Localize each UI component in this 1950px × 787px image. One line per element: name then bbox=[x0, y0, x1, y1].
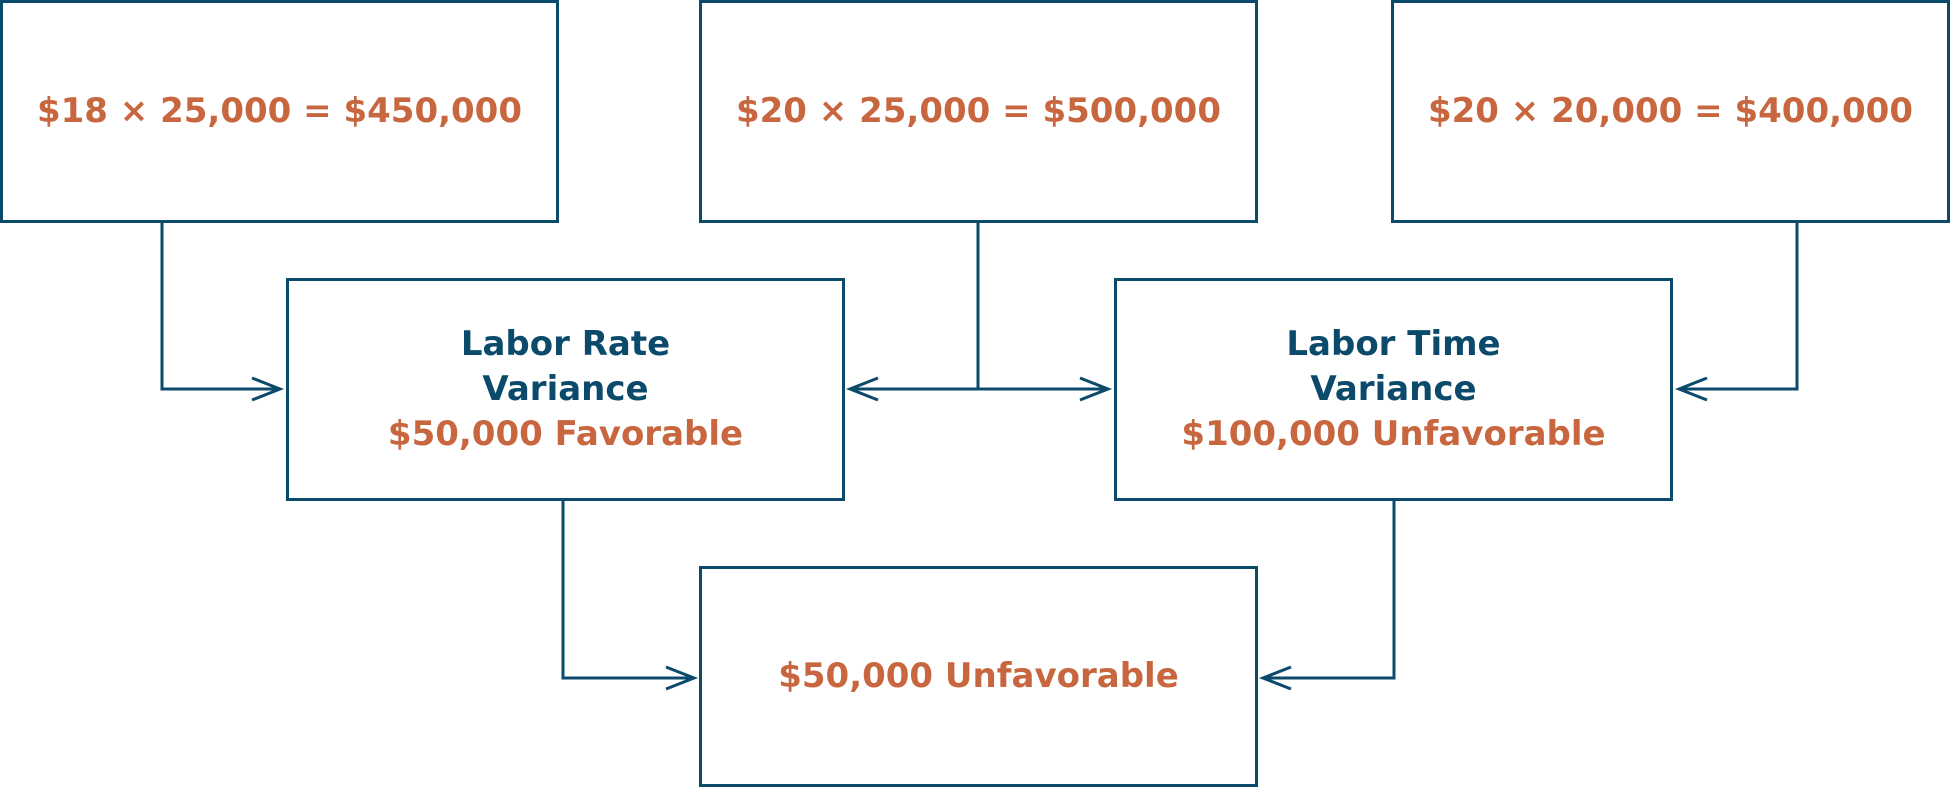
middle-cost-box: $20 × 25,000 = $500,000 bbox=[699, 0, 1258, 223]
labor-rate-title-line2: Variance bbox=[482, 369, 649, 409]
arrowhead-into-time-right bbox=[1674, 376, 1708, 402]
labor-time-title-line2: Variance bbox=[1310, 369, 1477, 409]
labor-time-variance-box: Labor Time Variance $100,000 Unfavorable bbox=[1114, 278, 1673, 501]
connector-actual-to-time bbox=[1679, 222, 1799, 391]
labor-rate-variance-box: Labor Rate Variance $50,000 Favorable bbox=[286, 278, 845, 501]
connector-time-to-total bbox=[1263, 500, 1396, 680]
arrowhead-into-total-left bbox=[665, 665, 699, 691]
connector-standard-to-rate bbox=[160, 222, 280, 391]
total-variance-box: $50,000 Unfavorable bbox=[699, 566, 1258, 787]
connector-rate-to-total bbox=[561, 500, 694, 680]
arrowhead-into-rate-right bbox=[845, 376, 879, 402]
labor-time-value: $100,000 Unfavorable bbox=[1181, 414, 1606, 454]
labor-rate-title-line1: Labor Rate bbox=[460, 324, 671, 364]
arrowhead-into-time-left bbox=[1079, 376, 1113, 402]
standard-cost-text: $18 × 25,000 = $450,000 bbox=[36, 91, 522, 131]
standard-cost-box: $18 × 25,000 = $450,000 bbox=[0, 0, 559, 223]
actual-cost-text: $20 × 20,000 = $400,000 bbox=[1427, 91, 1913, 131]
labor-rate-value: $50,000 Favorable bbox=[387, 414, 744, 454]
arrowhead-into-total-right bbox=[1258, 665, 1292, 691]
middle-cost-text: $20 × 25,000 = $500,000 bbox=[735, 91, 1221, 131]
labor-time-title-line1: Labor Time bbox=[1286, 324, 1501, 364]
total-variance-text: $50,000 Unfavorable bbox=[778, 656, 1179, 696]
arrowhead-into-rate-left bbox=[251, 376, 285, 402]
actual-cost-box: $20 × 20,000 = $400,000 bbox=[1391, 0, 1950, 223]
